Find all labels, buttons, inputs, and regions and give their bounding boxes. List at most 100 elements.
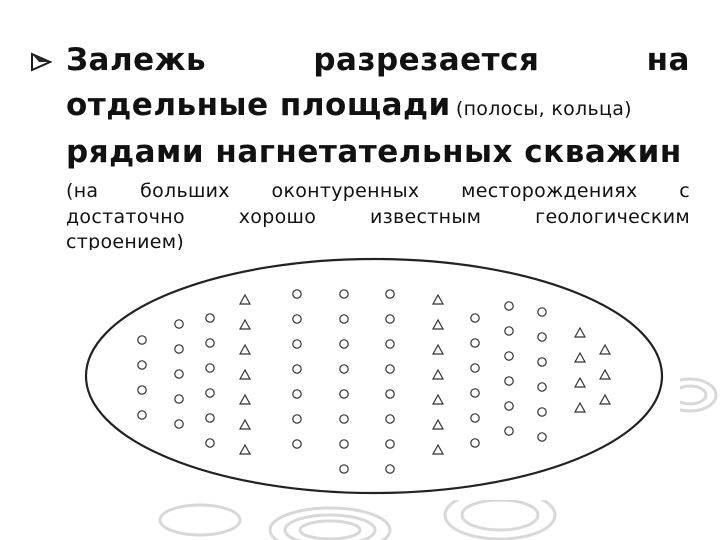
word: хорошо [238, 206, 317, 228]
production-well-circle-icon [339, 389, 349, 399]
production-well-circle-icon [385, 339, 395, 349]
production-well-circle-icon [205, 413, 215, 423]
production-well-circle-icon [292, 339, 302, 349]
production-well-circle-icon [470, 363, 480, 373]
injection-well-triangle-icon [431, 318, 445, 330]
injection-well-triangle-icon [238, 443, 252, 455]
injection-well-triangle-icon [573, 351, 587, 363]
production-well-circle-icon [174, 369, 184, 379]
production-well-circle-icon [385, 389, 395, 399]
production-well-circle-icon [339, 289, 349, 299]
deposit-contour [84, 257, 664, 495]
word: с [679, 180, 690, 202]
word: Залежь [66, 42, 207, 78]
injection-well-triangle-icon [238, 318, 252, 330]
injection-well-triangle-icon [431, 343, 445, 355]
production-well-circle-icon [339, 339, 349, 349]
text-line-1: Залежь разрезается на [66, 42, 690, 78]
production-well-circle-icon [137, 335, 147, 345]
production-well-circle-icon [174, 319, 184, 329]
production-well-circle-icon [537, 382, 547, 392]
word: известным [369, 206, 482, 228]
production-well-circle-icon [504, 376, 514, 386]
production-well-circle-icon [292, 439, 302, 449]
production-well-circle-icon [385, 364, 395, 374]
production-well-circle-icon [470, 438, 480, 448]
arrow-bullet-icon [31, 52, 52, 72]
word: месторождениях [461, 180, 638, 202]
production-well-circle-icon [504, 301, 514, 311]
production-well-circle-icon [470, 388, 480, 398]
injection-well-triangle-icon [238, 393, 252, 405]
text-line-5: достаточно хорошо известным геологически… [66, 206, 690, 228]
injection-well-triangle-icon [238, 418, 252, 430]
production-well-circle-icon [292, 414, 302, 424]
production-well-circle-icon [137, 410, 147, 420]
production-well-circle-icon [504, 401, 514, 411]
injection-well-triangle-icon [238, 293, 252, 305]
production-well-circle-icon [385, 439, 395, 449]
injection-well-triangle-icon [238, 343, 252, 355]
word: достаточно [66, 206, 185, 228]
production-well-circle-icon [339, 414, 349, 424]
word: разрезается [313, 42, 540, 78]
production-well-circle-icon [504, 351, 514, 361]
production-well-circle-icon [339, 314, 349, 324]
word: больших [140, 180, 230, 202]
production-well-circle-icon [537, 432, 547, 442]
production-well-circle-icon [339, 439, 349, 449]
production-well-circle-icon [537, 357, 547, 367]
injection-well-triangle-icon [573, 326, 587, 338]
injection-well-triangle-icon [431, 443, 445, 455]
production-well-circle-icon [292, 314, 302, 324]
production-well-circle-icon [504, 326, 514, 336]
injection-well-triangle-icon [598, 368, 612, 380]
injection-well-triangle-icon [431, 418, 445, 430]
production-well-circle-icon [537, 332, 547, 342]
production-well-circle-icon [137, 360, 147, 370]
injection-well-triangle-icon [598, 343, 612, 355]
production-well-circle-icon [385, 464, 395, 474]
production-well-circle-icon [385, 414, 395, 424]
word: на [646, 42, 690, 78]
production-well-circle-icon [137, 385, 147, 395]
line2-paren-text: (полосы, кольца) [455, 98, 632, 120]
production-well-circle-icon [292, 289, 302, 299]
production-well-circle-icon [174, 344, 184, 354]
text-line-6: строением) [66, 231, 185, 253]
injection-well-triangle-icon [238, 368, 252, 380]
injection-well-triangle-icon [431, 368, 445, 380]
production-well-circle-icon [470, 413, 480, 423]
well-layout-figure [72, 250, 680, 500]
production-well-circle-icon [470, 313, 480, 323]
injection-well-triangle-icon [431, 293, 445, 305]
production-well-circle-icon [205, 388, 215, 398]
injection-well-triangle-icon [573, 376, 587, 388]
word: геологическим [535, 206, 690, 228]
production-well-circle-icon [292, 364, 302, 374]
production-well-circle-icon [292, 389, 302, 399]
line2-main-text: отдельные площади [66, 87, 451, 123]
production-well-circle-icon [537, 407, 547, 417]
injection-well-triangle-icon [598, 393, 612, 405]
production-well-circle-icon [385, 289, 395, 299]
production-well-circle-icon [205, 363, 215, 373]
production-well-circle-icon [537, 307, 547, 317]
production-well-circle-icon [385, 314, 395, 324]
production-well-circle-icon [174, 394, 184, 404]
production-well-circle-icon [205, 338, 215, 348]
injection-well-triangle-icon [431, 393, 445, 405]
production-well-circle-icon [339, 364, 349, 374]
text-line-3: рядами нагнетательных скважин [66, 134, 682, 170]
production-well-circle-icon [205, 438, 215, 448]
text-line-4: (на больших оконтуренных месторождениях … [66, 180, 690, 202]
production-well-circle-icon [339, 464, 349, 474]
production-well-circle-icon [470, 338, 480, 348]
production-well-circle-icon [205, 313, 215, 323]
production-well-circle-icon [504, 426, 514, 436]
text-line-2: отдельные площади (полосы, кольца) [66, 87, 632, 123]
word: (на [66, 180, 99, 202]
production-well-circle-icon [174, 419, 184, 429]
word: оконтуренных [271, 180, 420, 202]
injection-well-triangle-icon [573, 401, 587, 413]
